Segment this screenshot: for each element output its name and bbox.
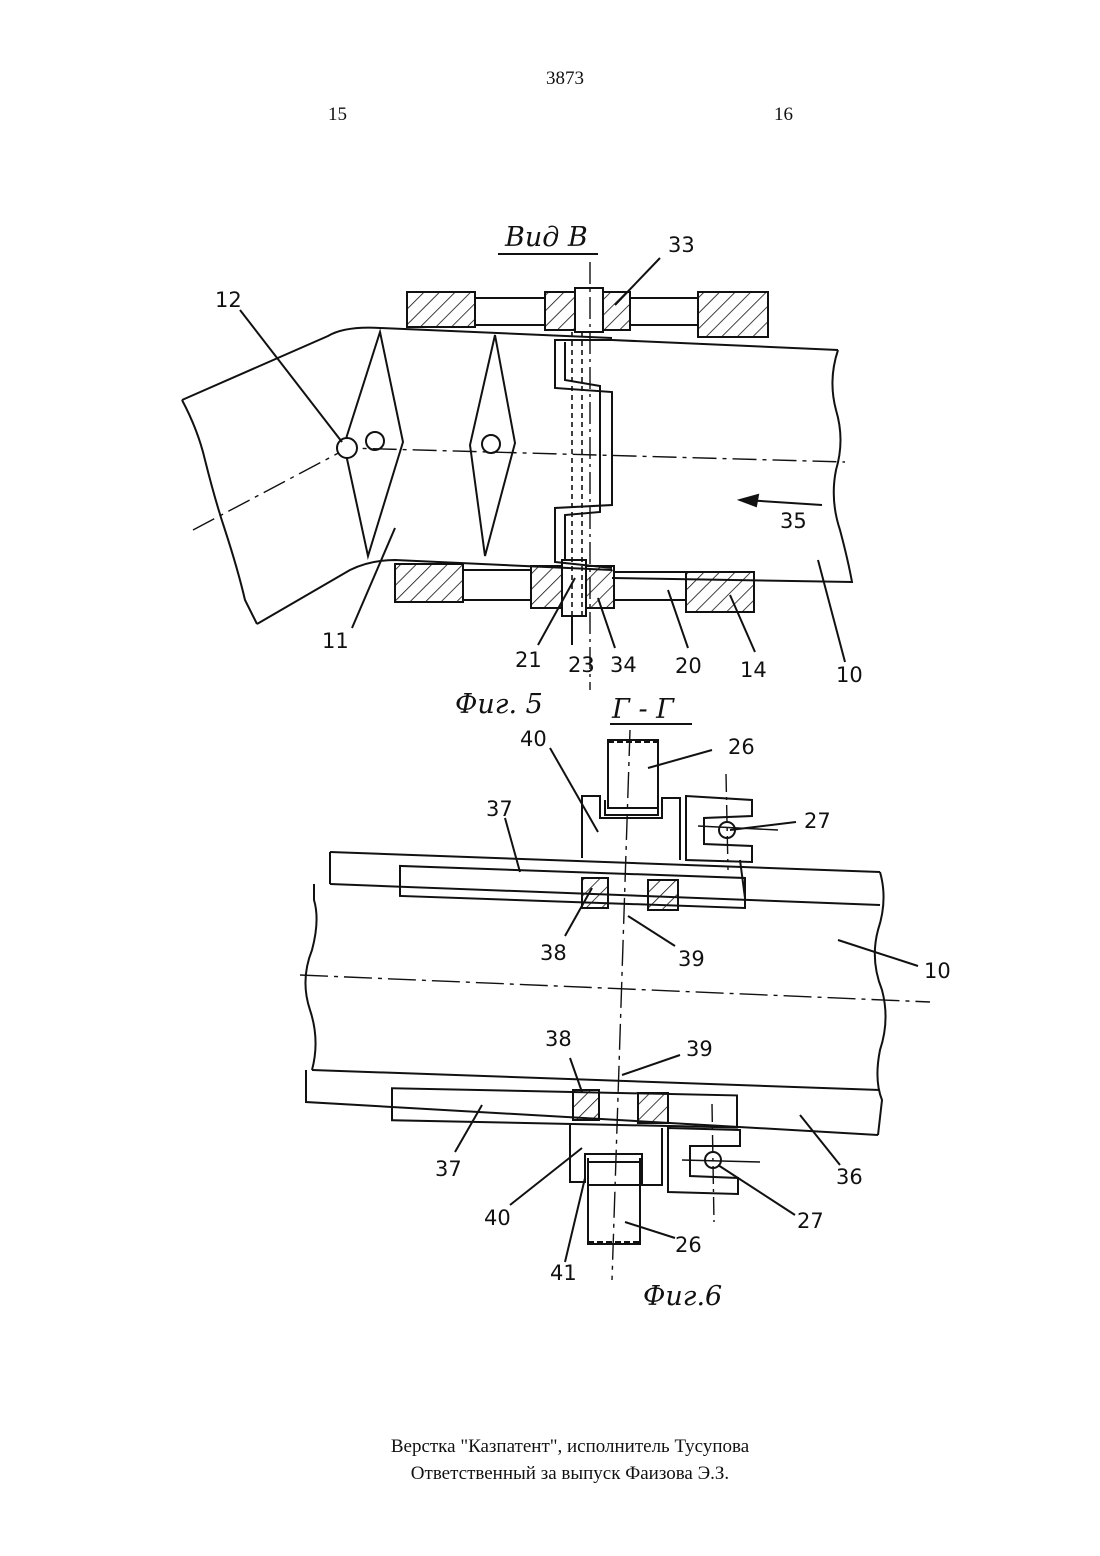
fig6-label-27-top: 27 [804, 809, 831, 833]
fig6-label-39-bottom: 39 [686, 1037, 713, 1061]
fig5-caption: Фиг. 5 [455, 689, 543, 720]
fig5-label-11: 11 [322, 629, 349, 653]
fig5-label-34: 34 [610, 653, 637, 677]
fig6-label-27-bottom: 27 [797, 1209, 824, 1233]
fig6-caption: Фиг.6 [643, 1281, 722, 1312]
footer-layout-credit: Верстка "Казпатент", исполнитель Тусупов… [0, 1434, 1100, 1460]
figure-5: Вид В [182, 222, 863, 720]
fig6-label-41: 41 [550, 1261, 577, 1285]
figure-6: Г - Г [300, 694, 951, 1312]
fig6-label-39-top: 39 [678, 947, 705, 971]
fig6-label-38-bottom: 38 [545, 1027, 572, 1051]
fig5-label-10: 10 [836, 663, 863, 687]
fig6-label-26-bottom: 26 [675, 1233, 702, 1257]
fig5-label-35: 35 [780, 509, 807, 533]
fig6-label-26-top: 26 [728, 735, 755, 759]
footer-responsible: Ответственный за выпуск Фаизова Э.З. [0, 1461, 1100, 1487]
fig6-label-40-top: 40 [520, 727, 547, 751]
fig6-label-37-top: 37 [486, 797, 513, 821]
fig5-label-20: 20 [675, 654, 702, 678]
fig5-label-21: 21 [515, 648, 542, 672]
fig5-label-33: 33 [668, 233, 695, 257]
fig6-label-10: 10 [924, 959, 951, 983]
fig5-label-14: 14 [740, 658, 767, 682]
fig5-view-title: Вид В [504, 222, 588, 253]
fig5-label-23: 23 [568, 653, 595, 677]
fig6-section-title: Г - Г [611, 694, 675, 725]
fig6-label-37-bottom: 37 [435, 1157, 462, 1181]
fig6-label-40-bottom: 40 [484, 1206, 511, 1230]
fig5-label-12: 12 [215, 288, 242, 312]
fig6-label-38-top: 38 [540, 941, 567, 965]
fig6-label-36: 36 [836, 1165, 863, 1189]
